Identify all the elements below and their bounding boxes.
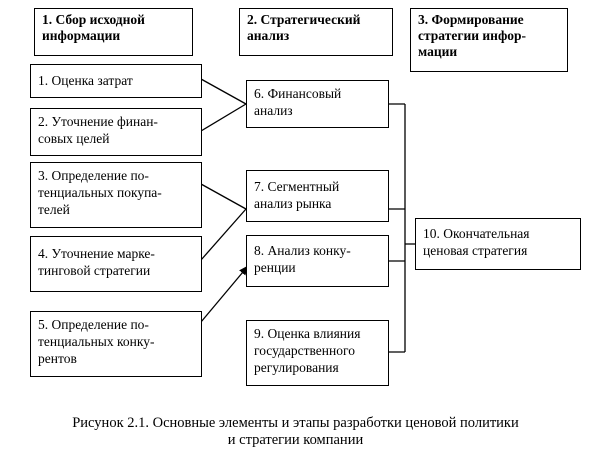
box-1-cost-estimate: 1. Оценка затрат (30, 64, 202, 98)
figure-caption-line1: Рисунок 2.1. Основные элементы и этапы р… (72, 415, 519, 431)
figure-caption-line2: и стратегии компании (227, 432, 364, 448)
header-col3: 3. Формирование стратегии инфор- мации (410, 8, 568, 72)
box-6-financial-analysis: 6. Финансовый анализ (246, 80, 389, 128)
box-2-financial-goals: 2. Уточнение финан- совых целей (30, 108, 202, 156)
box-5-potential-competitors: 5. Определение по- тенциальных конку- ре… (30, 311, 202, 377)
edge-5-to-8 (200, 265, 249, 323)
box-9-government-regulation: 9. Оценка влияния государственного регул… (246, 320, 389, 386)
header-col2: 2. Стратегический анализ (239, 8, 393, 56)
edge-2-to-6 (200, 103, 247, 132)
box-3-potential-buyers: 3. Определение по- тенциальных покупа- т… (30, 162, 202, 228)
header-col1: 1. Сбор исходной информации (34, 8, 193, 56)
box-8-competition-analysis: 8. Анализ конку- ренции (246, 235, 389, 287)
box-7-segment-analysis: 7. Сегментный анализ рынка (246, 170, 389, 222)
box-4-marketing-strategy: 4. Уточнение марке- тинговой стратегии (30, 236, 202, 292)
edge-3-to-7 (200, 183, 247, 210)
edge-4-to-7 (200, 208, 247, 261)
box-10-final-pricing-strategy: 10. Окончательная ценовая стратегия (415, 218, 581, 270)
edge-1-to-6 (200, 78, 247, 105)
